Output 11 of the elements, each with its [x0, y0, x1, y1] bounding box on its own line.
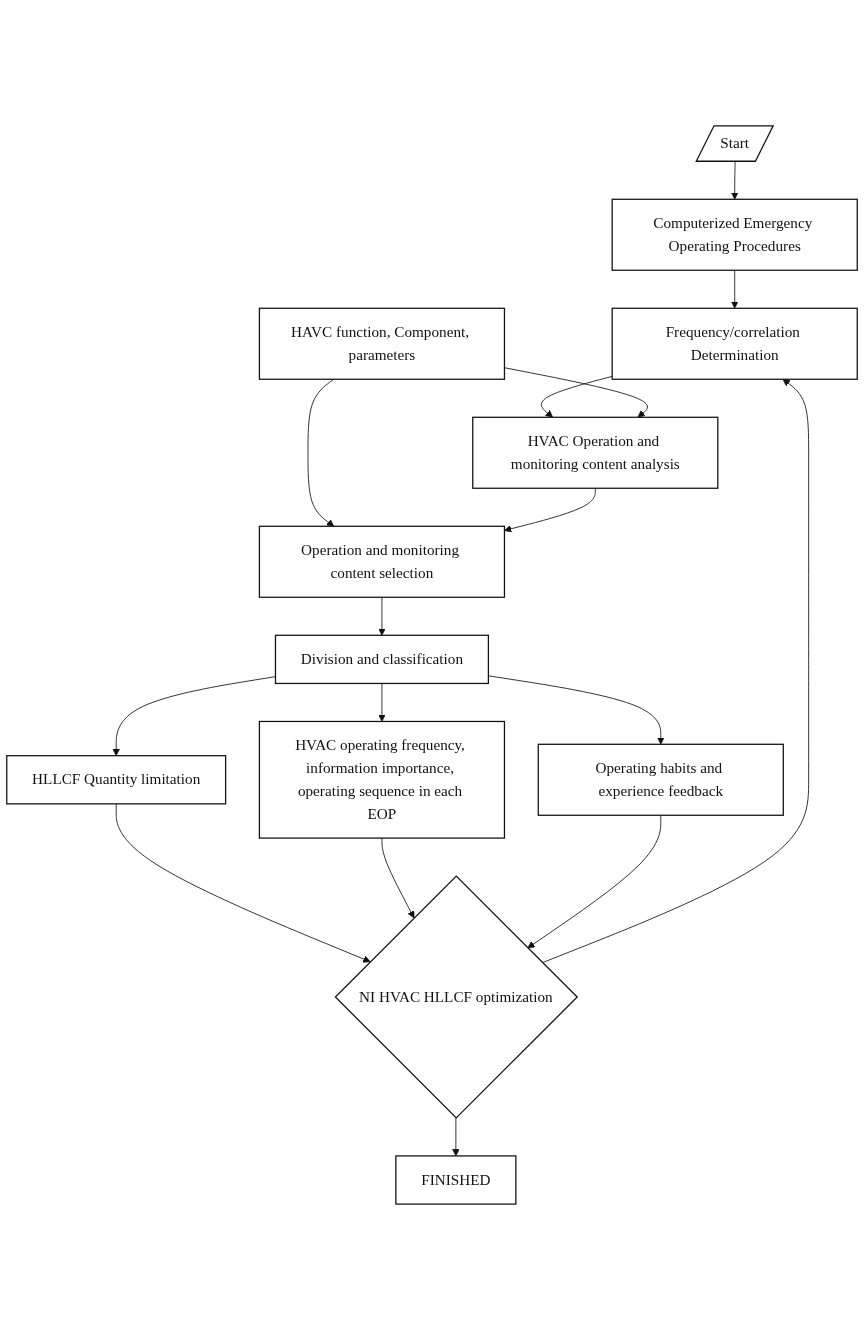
node-box: HLLCF Quantity limitation [6, 755, 227, 805]
node-box: HAVC function, Component, parameters [258, 307, 506, 380]
node-box: Operating habits and experience feedback [537, 743, 784, 816]
node-box: Operation and monitoring content selection [258, 525, 506, 598]
node-box: HVAC operating frequency, information importance, operating sequence in each EOP [258, 720, 506, 839]
node-box: HVAC Operation and monitoring content analysis [472, 416, 719, 489]
node-box: Frequency/correlation Determination [611, 307, 858, 380]
node-box: FINISHED [395, 1155, 517, 1205]
node-diamond: NI HVAC HLLCF optimization [334, 875, 579, 1119]
node-box: Division and classification [274, 634, 490, 685]
node-box: Computerized Emergency Operating Procedures [611, 198, 858, 271]
